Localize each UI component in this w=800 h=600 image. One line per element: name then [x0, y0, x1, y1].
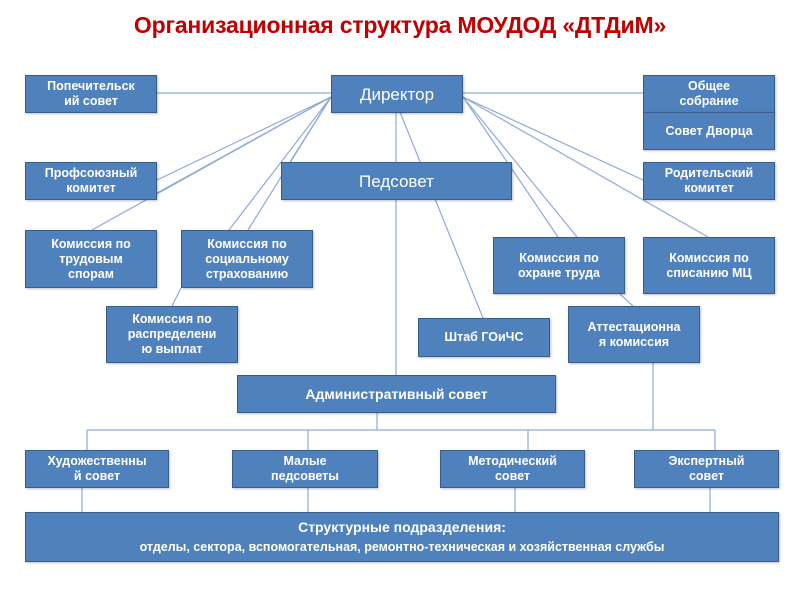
connector — [156, 96, 332, 181]
node-sovet-dvorca[interactable]: Совет Дворца — [643, 112, 775, 150]
connector — [462, 96, 709, 238]
node-ohrana-truda[interactable]: Комиссия по охране труда — [493, 237, 625, 294]
node-metod[interactable]: Методический совет — [440, 450, 585, 488]
node-trud-spory[interactable]: Комиссия по трудовым спорам — [25, 230, 157, 288]
node-attest[interactable]: Аттестационна я комиссия — [568, 306, 700, 363]
node-soc-strah[interactable]: Комиссия по социальному страхованию — [181, 230, 313, 288]
node-shtab[interactable]: Штаб ГОиЧС — [418, 318, 550, 357]
connector — [399, 111, 484, 319]
page-title: Организационная структура МОУДОД «ДТДиМ» — [133, 12, 667, 38]
node-admin-sovet[interactable]: Административный совет — [237, 375, 556, 413]
node-raspred[interactable]: Комиссия по распределени ю выплат — [106, 306, 238, 363]
connector — [91, 96, 332, 231]
node-pedsovet[interactable]: Педсовет — [281, 162, 512, 200]
node-profsoyuz[interactable]: Профсоюзный комитет — [25, 162, 157, 200]
connector — [462, 96, 578, 238]
node-popechitelsky-sovet[interactable]: Попечительск ий совет — [25, 75, 157, 113]
connector — [171, 287, 182, 307]
node-malye[interactable]: Малые педсоветы — [232, 450, 378, 488]
struct-title: Структурные подразделения: — [298, 519, 506, 535]
struct-subtitle: отделы, сектора, вспомогательная, ремонт… — [139, 540, 665, 554]
node-roditelsky[interactable]: Родительский комитет — [643, 162, 775, 200]
node-ekspert[interactable]: Экспертный совет — [634, 450, 779, 488]
connector — [228, 96, 332, 231]
node-obshchee-sobranie[interactable]: Общее собрание — [643, 75, 775, 113]
connector — [462, 96, 644, 181]
node-spisanie[interactable]: Комиссия по списанию МЦ — [643, 237, 775, 294]
connector — [289, 96, 332, 163]
connector — [619, 293, 634, 307]
node-struct[interactable]: Структурные подразделения: отделы, секто… — [25, 512, 779, 562]
node-hudozh[interactable]: Художественны й совет — [25, 450, 169, 488]
node-director[interactable]: Директор — [331, 75, 463, 113]
